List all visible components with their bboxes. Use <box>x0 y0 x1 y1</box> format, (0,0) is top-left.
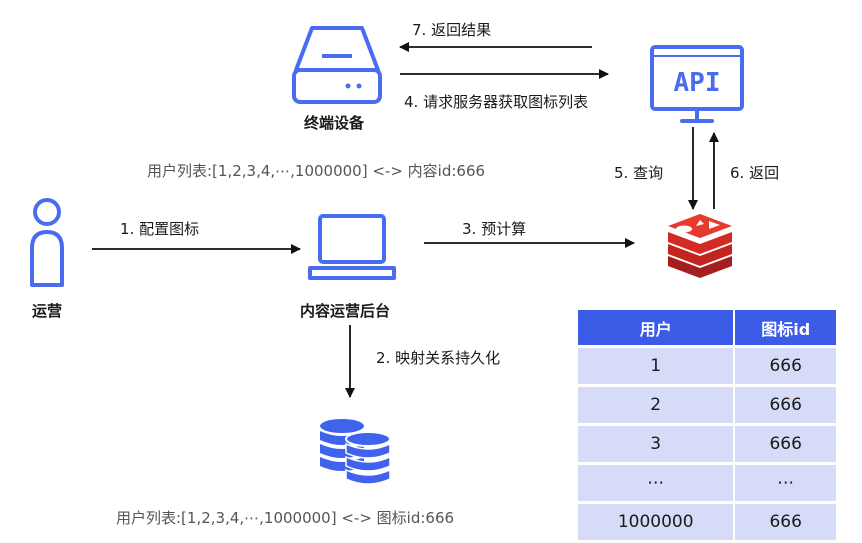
table-cell-icon-id: 666 <box>735 387 836 423</box>
label-return-result: 7. 返回结果 <box>412 21 492 39</box>
laptop-icon <box>308 214 396 280</box>
table-header-row: 用户 图标id <box>578 310 836 345</box>
table-cell-icon-id: 666 <box>735 426 836 462</box>
backend-label: 内容运营后台 <box>300 302 391 320</box>
table-cell-user: 3 <box>578 426 736 462</box>
table-row: ⋯ ⋯ <box>578 465 836 501</box>
table-cell-icon-id: 666 <box>735 504 836 540</box>
terminal-label: 终端设备 <box>304 114 365 132</box>
label-return: 6. 返回 <box>730 164 780 182</box>
mapping-top: 用户列表:[1,2,3,4,⋯,1000000] <-> 内容id:666 <box>147 162 486 180</box>
server-icon <box>292 26 382 104</box>
label-configure-icon: 1. 配置图标 <box>120 220 200 238</box>
table-row: 3 666 <box>578 426 836 462</box>
label-precompute: 3. 预计算 <box>462 220 527 238</box>
table-row: 1000000 666 <box>578 504 836 540</box>
table-cell-user: ⋯ <box>578 465 736 501</box>
monitor-api-icon: API <box>650 45 744 123</box>
table-cell-user: 1000000 <box>578 504 736 540</box>
database-icon <box>320 419 391 485</box>
table-header-user: 用户 <box>578 310 736 345</box>
table-header-icon-id: 图标id <box>735 310 836 345</box>
table-cell-icon-id: 666 <box>735 348 836 384</box>
table-cell-user: 2 <box>578 387 736 423</box>
label-persist-mapping: 2. 映射关系持久化 <box>376 349 501 367</box>
table-cell-icon-id: ⋯ <box>735 465 836 501</box>
table-row: 2 666 <box>578 387 836 423</box>
operator-label: 运营 <box>32 302 63 320</box>
label-query: 5. 查询 <box>614 164 664 182</box>
api-label: API <box>674 68 721 98</box>
user-icon-mapping-table: 用户 图标id 1 666 2 666 3 666 ⋯ ⋯ 1000000 66… <box>578 307 836 543</box>
table-row: 1 666 <box>578 348 836 384</box>
redis-icon <box>668 214 732 278</box>
label-request-icons: 4. 请求服务器获取图标列表 <box>404 93 589 111</box>
person-icon <box>30 198 64 287</box>
table-cell-user: 1 <box>578 348 736 384</box>
mapping-bottom: 用户列表:[1,2,3,4,⋯,1000000] <-> 图标id:666 <box>116 509 455 527</box>
